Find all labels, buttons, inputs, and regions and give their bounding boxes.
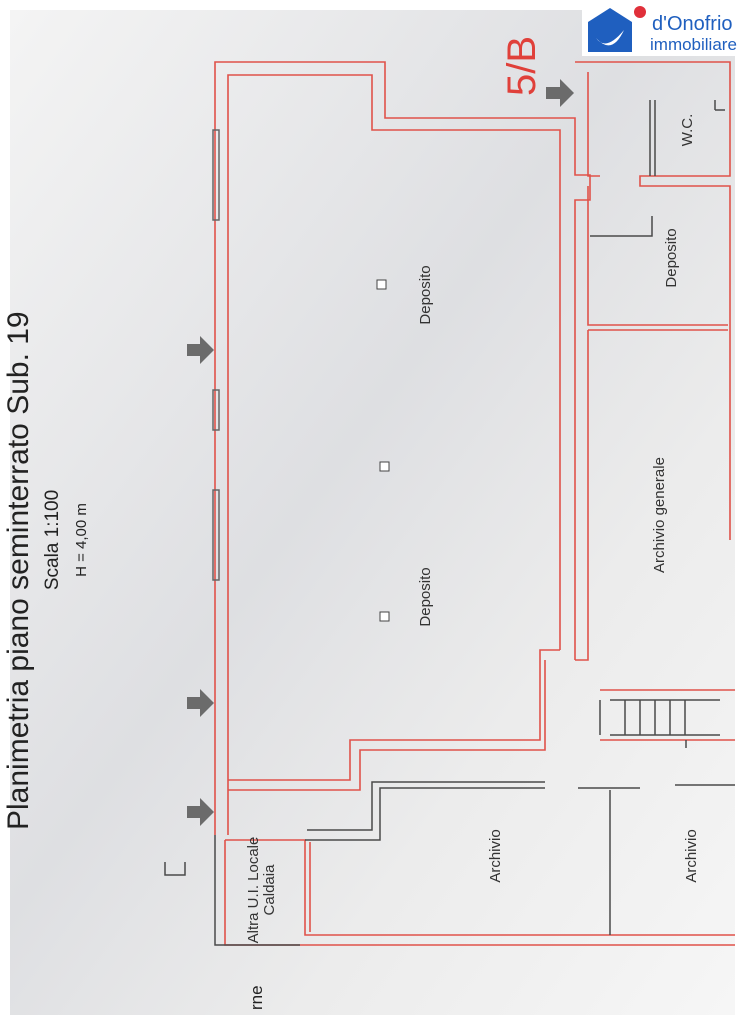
room-label-archivio: Archivio [487, 829, 504, 882]
room-label-deposito: Deposito [417, 567, 434, 626]
room-label-wc: W.C. [679, 114, 696, 147]
entrance-arrow-icon [187, 689, 214, 717]
room-label-altra-ui: Altra U.I. Locale [245, 837, 262, 944]
unit-marker: 5/B [500, 36, 544, 96]
room-label-archivio-generale: Archivio generale [651, 457, 668, 573]
edge-text: rne [247, 985, 266, 1010]
entrance-arrow-icon [187, 798, 214, 826]
walls-red [214, 61, 735, 946]
walls-gray [164, 100, 735, 946]
room-label-archivio: Archivio [683, 829, 700, 882]
logo: d'Onofrio immobiliare [582, 4, 742, 56]
house-logo-icon [588, 8, 632, 52]
entrance-arrow-icon [546, 79, 574, 107]
paper-background [10, 10, 735, 1015]
room-label-deposito: Deposito [417, 265, 434, 324]
scale-label: Scala 1:100 [42, 490, 63, 590]
logo-line2: immobiliare [650, 35, 737, 54]
height-label: H = 4,00 m [73, 503, 90, 577]
windows [212, 129, 220, 581]
plan-title: Planimetria piano seminterrato Sub. 19 [2, 311, 35, 830]
room-label-caldaia: Caldaia [261, 864, 278, 916]
pillar [379, 461, 390, 472]
logo-line1: d'Onofrio [652, 13, 733, 35]
pillar [379, 611, 390, 622]
room-label-deposito: Deposito [663, 228, 680, 287]
pillar [376, 279, 387, 290]
entrance-arrow-icon [187, 336, 214, 364]
